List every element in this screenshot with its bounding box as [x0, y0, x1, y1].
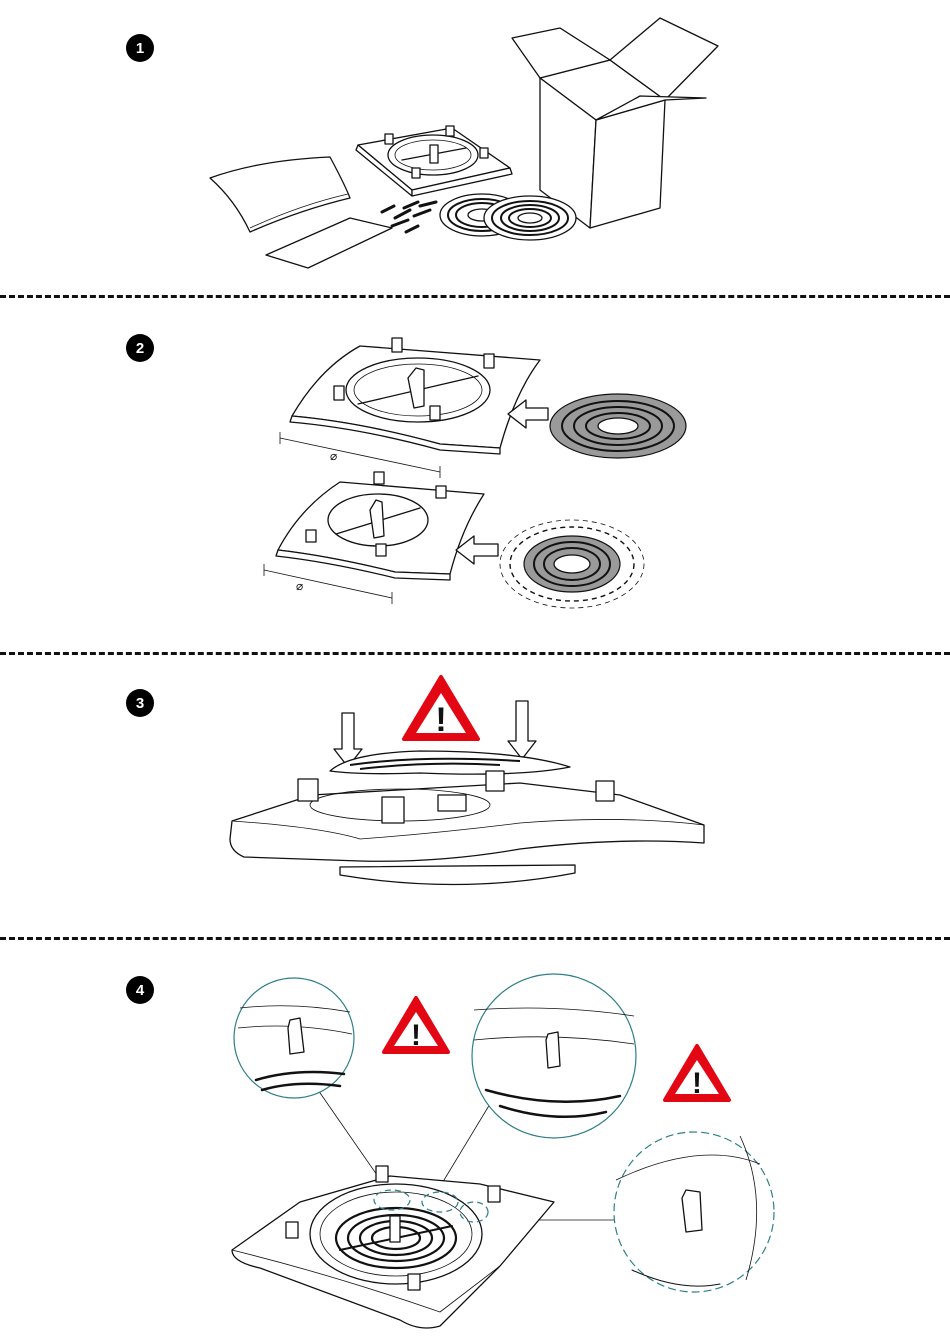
lower-filter-disc	[500, 520, 644, 608]
base-plate	[356, 126, 512, 196]
warning-symbol-right: !	[692, 1067, 702, 1100]
bent-filter	[330, 751, 570, 774]
warning-symbol: !	[435, 701, 446, 739]
filter-discs	[440, 194, 576, 240]
step-4-illustration: ! !	[0, 940, 950, 1344]
warning-triangle-icon: !	[384, 998, 448, 1052]
step-2-illustration: ⌀	[0, 298, 950, 652]
warning-triangle-icon: !	[404, 677, 478, 739]
step-1-illustration	[0, 0, 950, 295]
upper-plate: ⌀	[280, 338, 540, 478]
warning-symbol-left: !	[411, 1019, 421, 1052]
step-1-unpacking: 1	[0, 0, 950, 295]
insertion-arrow-icon	[456, 536, 498, 564]
warning-triangle-icon: !	[665, 1046, 729, 1100]
step-4-check-clips: 4 !	[0, 940, 950, 1344]
step-3-illustration: !	[0, 655, 950, 937]
gasket-sheet	[266, 218, 392, 268]
upper-filter-disc	[550, 394, 686, 458]
magnifier-callout-left	[234, 978, 354, 1098]
press-down-arrow-icon	[508, 701, 536, 759]
lower-dimension-label: ⌀	[296, 579, 303, 593]
step-2-filter-insertion: 2 ⌀	[0, 298, 950, 652]
base-with-filter	[232, 1166, 554, 1328]
upper-dimension-label: ⌀	[330, 449, 337, 463]
lower-plate: ⌀	[264, 472, 484, 604]
magnifier-callout-right	[614, 1132, 774, 1292]
magnifier-callout-center	[472, 974, 636, 1138]
lamp-housing	[230, 771, 704, 885]
step-3-pressing-filter: 3 !	[0, 655, 950, 937]
cover-panel	[210, 157, 350, 232]
